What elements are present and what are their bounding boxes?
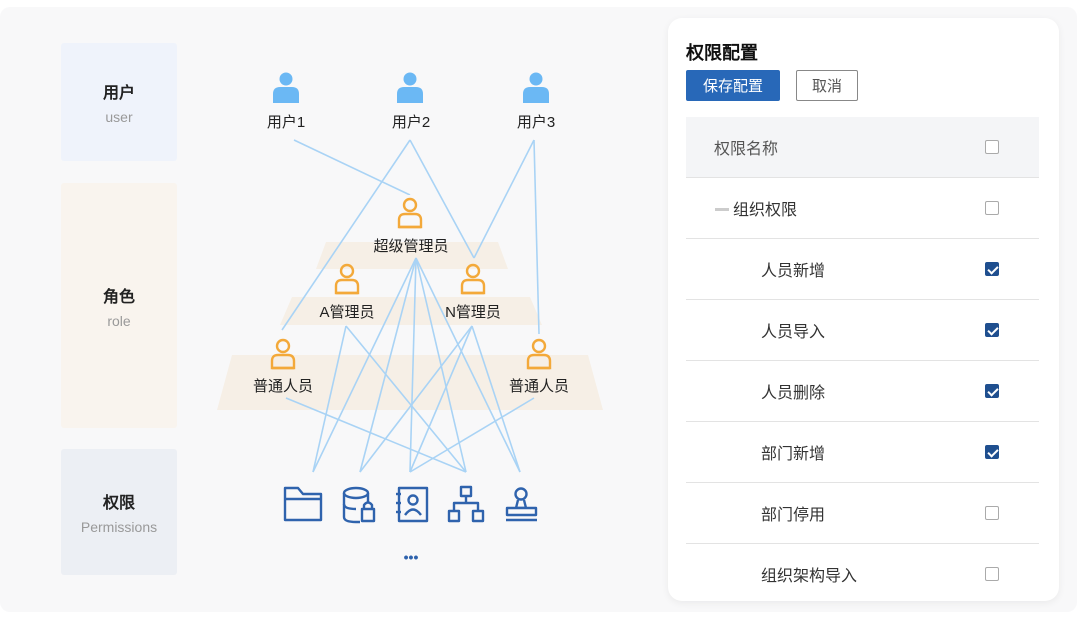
permission-label: 人员导入 — [761, 324, 826, 341]
role-label: A管理员 — [319, 304, 374, 321]
role-node-n-admin: N管理员 — [445, 263, 501, 321]
permission-config-panel: 权限配置 保存配置 取消 权限名称 组织权限 人员新增 人员导入 人员删除 部门… — [668, 18, 1059, 601]
permission-checkbox[interactable] — [985, 262, 999, 276]
link-line — [471, 325, 521, 473]
link-lines — [281, 139, 540, 473]
link-line — [345, 325, 467, 473]
link-line — [409, 257, 417, 473]
save-config-button[interactable]: 保存配置 — [686, 70, 780, 101]
permission-checkbox[interactable] — [985, 384, 999, 398]
user-icon — [397, 72, 423, 103]
permission-row: 人员删除 — [686, 361, 1039, 422]
permission-layer-subtitle: Permissions — [80, 519, 158, 535]
role-label: 普通人员 — [253, 378, 313, 395]
role-node-staff-right: 普通人员 — [509, 338, 569, 395]
permission-label: 人员删除 — [761, 385, 826, 402]
select-all-checkbox[interactable] — [985, 140, 999, 154]
permission-row: 人员导入 — [686, 300, 1039, 361]
permission-row: 组织架构导入 — [686, 544, 1039, 601]
user-node-1: 用户1 — [267, 72, 305, 131]
org-chart-icon — [447, 485, 485, 523]
permission-checkbox[interactable] — [985, 567, 999, 581]
collapse-icon[interactable] — [715, 208, 729, 211]
role-layer-title: 角色 — [102, 288, 135, 306]
permission-layer-title: 权限 — [102, 495, 135, 512]
role-icon — [460, 263, 486, 295]
link-line — [409, 325, 473, 473]
more-indicator: ••• — [404, 549, 419, 565]
link-line — [409, 139, 475, 259]
permission-group-row: 组织权限 — [686, 178, 1039, 239]
permission-table: 权限名称 组织权限 人员新增 人员导入 人员删除 部门新增 部门停用 — [686, 117, 1039, 601]
permission-checkbox[interactable] — [985, 506, 999, 520]
permission-checkbox[interactable] — [985, 323, 999, 337]
table-header: 权限名称 — [686, 117, 1039, 178]
user-layer-title: 用户 — [102, 85, 135, 102]
user-node-2: 用户2 — [392, 72, 430, 131]
link-line — [285, 397, 467, 473]
permission-label: 人员新增 — [761, 263, 826, 280]
role-label: N管理员 — [445, 304, 501, 321]
link-line — [293, 139, 411, 196]
link-line — [281, 139, 411, 331]
folder-icon — [283, 486, 323, 522]
role-layer-box: 角色 role — [61, 183, 177, 428]
link-line — [473, 139, 535, 259]
link-line — [312, 257, 417, 473]
user-layer-box: 用户 user — [61, 43, 177, 161]
database-lock-icon — [342, 486, 376, 524]
link-line — [409, 397, 535, 473]
permission-label: 部门停用 — [761, 507, 826, 524]
permission-layer-box: 权限 Permissions — [61, 449, 177, 575]
role-layer-subtitle: role — [107, 312, 131, 329]
header-label: 权限名称 — [714, 141, 779, 158]
user-label: 用户2 — [392, 114, 430, 131]
user-icon — [523, 72, 549, 103]
permission-label: 部门新增 — [761, 446, 826, 463]
role-node-super-admin: 超级管理员 — [373, 195, 449, 255]
role-node-a-admin: A管理员 — [319, 263, 375, 321]
permission-checkbox[interactable] — [985, 445, 999, 459]
link-line — [359, 257, 417, 473]
rbac-diagram: 用户1 用户2 用户3 超级管理员 A管理员 N管理员 普通人员 普通人员 — [217, 72, 603, 565]
role-label: 普通人员 — [509, 378, 569, 395]
role-node-staff-left: 普通人员 — [253, 338, 313, 395]
user-icon — [273, 72, 299, 103]
user-layer-subtitle: user — [105, 109, 133, 125]
user-label: 用户1 — [267, 114, 305, 131]
permission-row: 部门停用 — [686, 483, 1039, 544]
permission-row: 人员新增 — [686, 239, 1039, 300]
link-line — [415, 257, 521, 473]
group-label: 组织权限 — [733, 202, 798, 219]
permission-label: 组织架构导入 — [761, 568, 858, 585]
user-label: 用户3 — [517, 114, 555, 131]
cancel-button[interactable]: 取消 — [796, 70, 858, 101]
group-checkbox[interactable] — [985, 201, 999, 215]
link-line — [533, 139, 540, 335]
link-line — [415, 257, 467, 473]
link-line — [312, 325, 347, 473]
role-icon — [334, 263, 360, 295]
stamp-icon — [505, 487, 538, 522]
pyramid-band-top — [316, 242, 508, 269]
permission-row: 部门新增 — [686, 422, 1039, 483]
link-line — [359, 325, 473, 473]
user-node-3: 用户3 — [517, 72, 555, 131]
panel-title: 权限配置 — [686, 43, 758, 63]
contact-book-icon — [396, 486, 429, 523]
pyramid-band-bottom — [217, 355, 603, 410]
role-label: 超级管理员 — [373, 238, 448, 255]
pyramid-band-middle — [280, 297, 542, 325]
